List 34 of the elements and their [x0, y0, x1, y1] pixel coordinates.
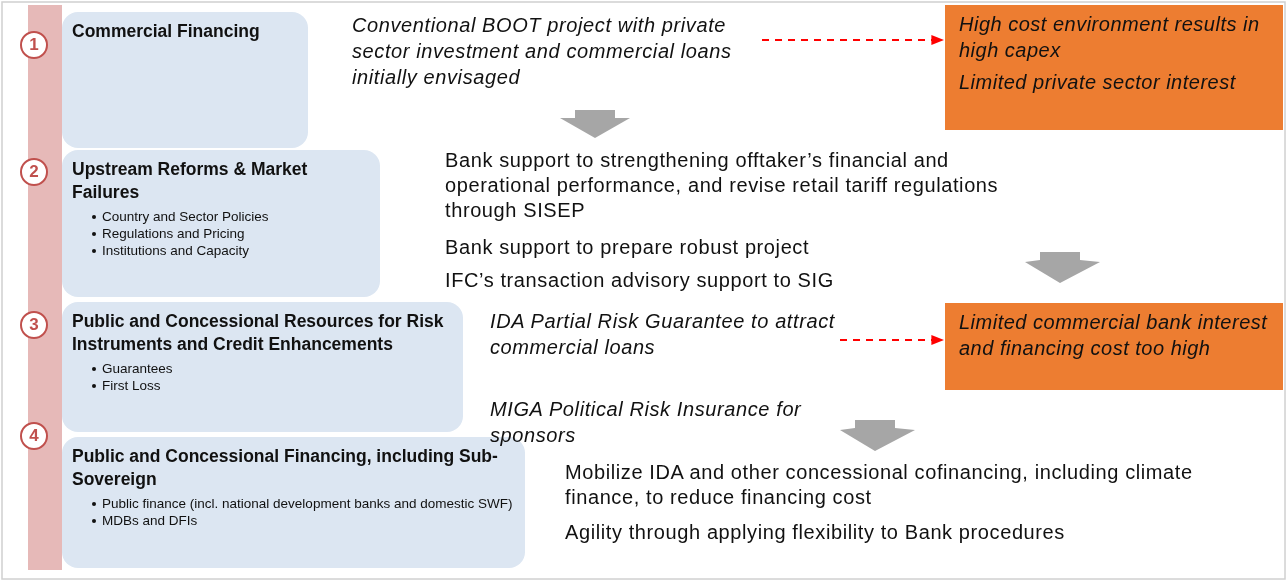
description-text: Agility through applying flexibility to Bank procedures [565, 520, 1066, 545]
description-text: IDA Partial Risk Guarantee to attract commercial loans [490, 309, 836, 360]
step-number: 3 [20, 311, 48, 339]
stage-heading: Upstream Reforms & Market Failures [72, 158, 309, 204]
callout-text: Limited commercial bank interest and financing cost too high [959, 310, 1269, 361]
stage-panel [62, 302, 463, 432]
description-text: Mobilize IDA and other concessional cofinancing, including climate finance, to reduce financing cost [565, 460, 1194, 510]
stage-heading: Public and Concessional Resources for Risk Instruments and Credit Enhancements [72, 310, 445, 356]
stage-heading: Public and Concessional Financing, including Sub-Sovereign [72, 446, 499, 491]
description-text: IFC’s transaction advisory support to SIG [445, 268, 835, 293]
dashed-arrow [839, 334, 945, 346]
stage-band [28, 5, 62, 570]
callout-text: High cost environment results in high capex [959, 12, 1261, 63]
callout-text: Limited private sector interest [959, 70, 1237, 95]
step-number: 1 [20, 31, 48, 59]
bullet-item: Guarantees [72, 360, 453, 377]
callout-box [945, 303, 1283, 390]
description-text: Bank support to strengthening offtaker’s financial and operational performance, and revise retail tariff regulations through SISEP [445, 148, 1000, 223]
bullet-item: Regulations and Pricing [72, 225, 370, 242]
bullet-item: Public finance (incl. national development banks and domestic SWF) [72, 495, 515, 512]
description-text: MIGA Political Risk Insurance for sponsors [490, 397, 803, 448]
bullet-item: Institutions and Capacity [72, 242, 370, 259]
dashed-arrow [761, 34, 945, 46]
stage-panel [62, 12, 308, 148]
bullet-item: MDBs and DFIs [72, 512, 515, 529]
description-text: Bank support to prepare robust project [445, 235, 811, 260]
stage-heading: Commercial Financing [72, 20, 261, 43]
bullet-item: First Loss [72, 377, 453, 394]
stage-panel [62, 150, 380, 297]
step-number: 4 [20, 422, 48, 450]
step-number: 2 [20, 158, 48, 186]
bullet-item: Country and Sector Policies [72, 208, 370, 225]
callout-box [945, 5, 1283, 130]
description-text: Conventional BOOT project with private sector investment and commercial loans initially envisaged [352, 13, 733, 90]
